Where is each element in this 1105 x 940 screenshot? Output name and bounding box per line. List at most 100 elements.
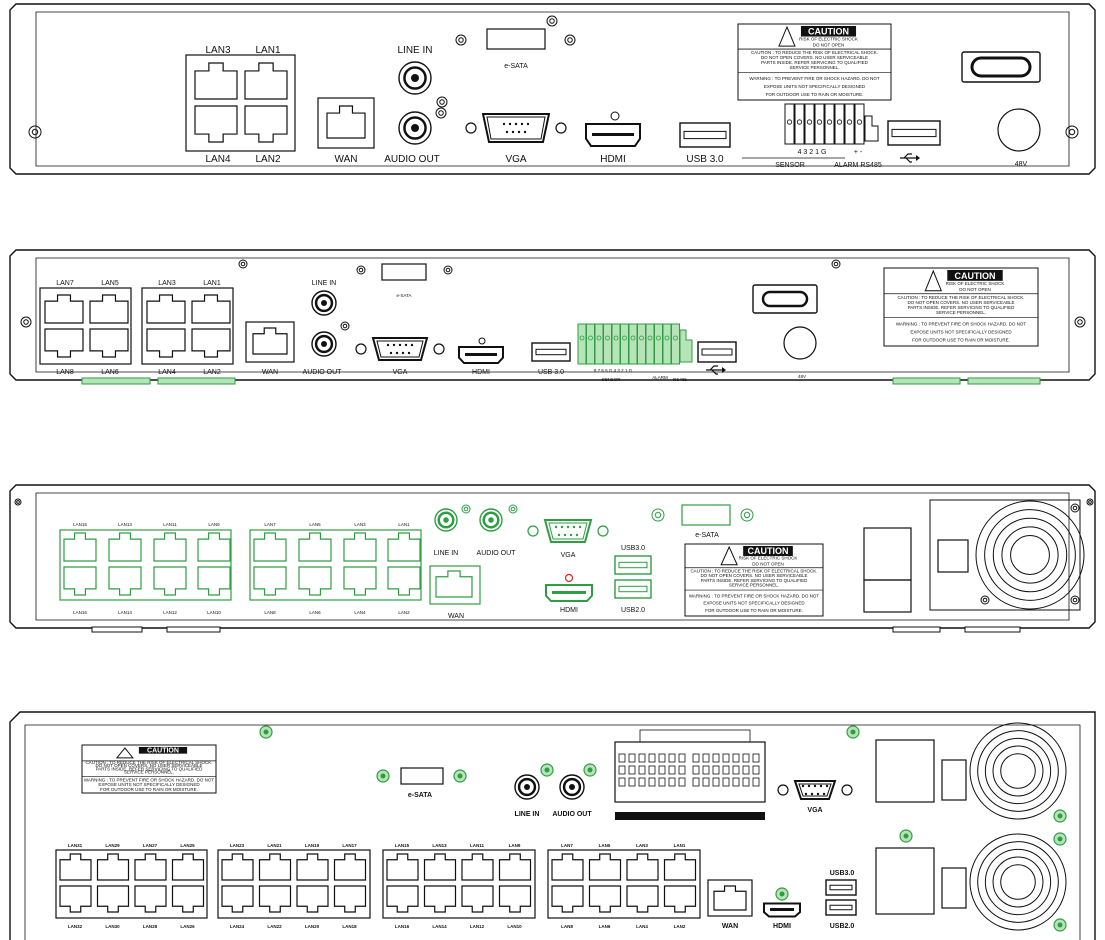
screw-icon (380, 773, 386, 779)
vga-pin (813, 784, 817, 788)
vga-pin (801, 784, 805, 788)
fan-grille-icon (1010, 535, 1050, 575)
rj45-jack-icon (194, 105, 238, 143)
terminal-block-icon (628, 323, 638, 365)
lan-label: LAN13 (118, 522, 132, 527)
vga-pin (505, 130, 509, 134)
lan-label: LAN11 (470, 843, 485, 848)
terminal-block-icon (577, 323, 587, 365)
rca-jack-icon (311, 290, 337, 316)
rj45-jack-icon (171, 885, 205, 913)
terminal-block-icon (679, 329, 693, 363)
lan-label: LAN12 (163, 610, 177, 615)
wan-port-frame (245, 321, 295, 363)
caution-text: SERVICE PERSONNEL. (790, 65, 840, 70)
terminal-screw (816, 119, 823, 125)
usb-label: USB 3.0 (538, 369, 564, 376)
rca-jack-icon (398, 111, 432, 145)
caution-text: SERVICE PERSONNEL. (729, 583, 779, 588)
terminal-pin (702, 765, 710, 775)
lan-label: LAN4 (158, 369, 176, 376)
sensor-label: SENSOR (601, 377, 621, 382)
caution-title-box (743, 546, 793, 556)
rca-jack-icon (311, 331, 337, 357)
lan-label: LAN9 (208, 522, 220, 527)
screw-icon (1077, 319, 1083, 325)
screw-icon (510, 506, 516, 512)
terminal-screw (846, 119, 853, 125)
caution-text: CAUTION : TO REDUCE THE RISK OF ELECTRIC… (85, 760, 212, 765)
vga-port-icon (376, 340, 424, 358)
lan-label: LAN4 (205, 154, 230, 165)
screw-icon (831, 259, 841, 269)
screw-icon (1057, 813, 1063, 819)
fan-grille-icon (977, 730, 1059, 812)
terminal-pin (648, 777, 656, 787)
rj45-jack-icon (197, 566, 231, 596)
usb-port-icon (531, 342, 571, 362)
power-switch-icon (761, 290, 809, 308)
vga-port-icon (548, 522, 588, 540)
screw-icon (16, 500, 20, 504)
rca-jack-icon (443, 517, 449, 523)
terminal-pin (732, 753, 740, 763)
vga-pin (401, 351, 405, 355)
caution-text: SERVICE PERSONNEL. (124, 769, 174, 774)
caution-text: WARNING : TO PREVENT FIRE OR SHOCK HAZAR… (689, 593, 820, 598)
lan-label: LAN3 (636, 843, 648, 848)
rs485-label: RS485 (673, 377, 687, 382)
usb-symbol-icon (900, 153, 916, 163)
vga-pin (578, 525, 582, 529)
vga-pin (560, 525, 564, 529)
usb-port-icon (697, 341, 737, 363)
terminal-pin (702, 777, 710, 787)
screw-icon (1086, 498, 1094, 506)
rj45-jack-icon (435, 570, 473, 598)
lan-label: LAN9 (509, 843, 521, 848)
caution-text: EXPOSE UNITS NOT SPECIFICALLY DESIGNED (98, 782, 200, 787)
terminal-block-icon (603, 323, 612, 365)
lan-label: LAN2 (674, 924, 686, 929)
fan-grille-icon (992, 517, 1068, 593)
usb-port-icon (829, 884, 853, 891)
rj45-jack-icon (146, 328, 186, 358)
wan-port-frame (429, 565, 481, 605)
fan-grille-icon (1000, 753, 1036, 789)
vga-pin (575, 533, 579, 537)
vga-pin (517, 130, 521, 134)
screw-icon (457, 773, 463, 779)
rj45-jack-icon (191, 294, 231, 324)
rj45-jack-icon (146, 294, 186, 324)
rj45-jack-icon (171, 853, 205, 881)
usb-port-icon (701, 348, 733, 356)
esata-label: e-SATA (504, 63, 528, 70)
usb-port-icon (535, 348, 567, 356)
rj45-jack-icon (191, 328, 231, 358)
usb-port-icon (825, 879, 857, 896)
rj45-jack-icon (108, 532, 142, 562)
screw-icon (597, 525, 609, 537)
vga-pin (389, 351, 393, 355)
audio-out-label: AUDIO OUT (552, 811, 592, 818)
vga-pin (520, 122, 524, 126)
terminal-block-icon (864, 115, 879, 142)
vga-pin (557, 533, 561, 537)
screw-icon (31, 128, 39, 136)
rj45-jack-icon (258, 885, 292, 913)
lan-label: LAN21 (267, 843, 282, 848)
lan-label: LAN28 (143, 924, 158, 929)
vga-pin (816, 792, 820, 796)
hdmi-label: HDMI (600, 154, 626, 165)
hdmi-port-icon (592, 133, 634, 136)
terminal-pin (638, 765, 646, 775)
screw-icon (455, 34, 467, 46)
lan-block (185, 54, 296, 152)
rca-jack-icon (434, 508, 458, 532)
lan-block (382, 849, 536, 919)
terminal-block-icon (844, 103, 855, 145)
esata-label: e-SATA (408, 792, 432, 799)
screw-icon (549, 18, 555, 24)
lan-label: LAN15 (73, 522, 87, 527)
lan-label: LAN3 (205, 45, 230, 56)
caution-text: CAUTION : TO REDUCE THE RISK OF ELECTRIC… (751, 50, 878, 55)
